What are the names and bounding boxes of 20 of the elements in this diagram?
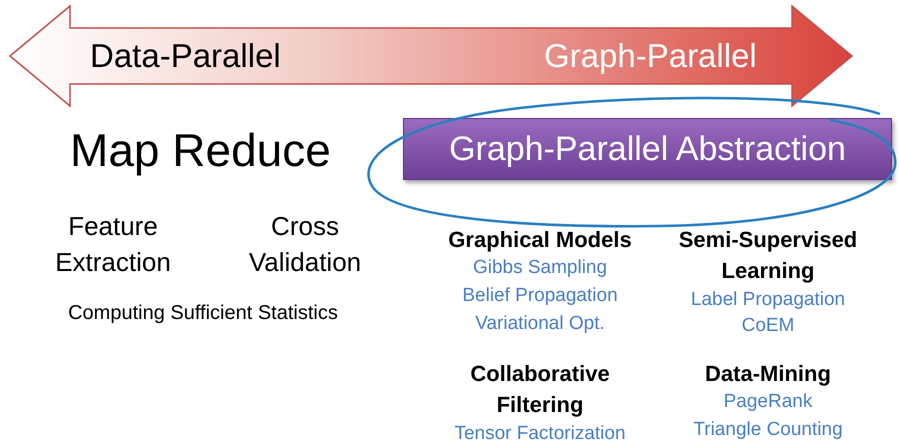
algorithm-name: Variational Opt. — [474, 312, 606, 336]
task-text: Computing Sufficient Statistics — [67, 301, 339, 326]
algorithm-name: Tensor Factorization — [453, 422, 627, 446]
algorithm-name: Gibbs Sampling — [472, 256, 608, 280]
algorithm-name: CoEM — [740, 314, 796, 338]
category-heading: Collaborative Filtering — [469, 360, 611, 419]
algorithm-name: Triangle Counting — [692, 418, 844, 442]
double-arrow — [8, 4, 854, 108]
heading-text: Map Reduce — [70, 122, 331, 178]
arrow-label: Graph-Parallel — [544, 37, 757, 75]
abstraction-box: Graph-Parallel Abstraction — [403, 118, 892, 180]
category-heading: Semi-Supervised Learning — [678, 226, 858, 285]
algorithm-name: Belief Propagation — [461, 284, 619, 308]
task-text: Feature Extraction — [54, 210, 172, 279]
category-heading: Data-Mining — [704, 360, 832, 388]
task-text: Cross Validation — [248, 210, 362, 279]
arrow-label: Data-Parallel — [90, 37, 281, 75]
category-heading: Graphical Models — [447, 226, 633, 254]
algorithm-name: Label Propagation — [690, 288, 846, 312]
algorithm-name: PageRank — [722, 390, 814, 414]
